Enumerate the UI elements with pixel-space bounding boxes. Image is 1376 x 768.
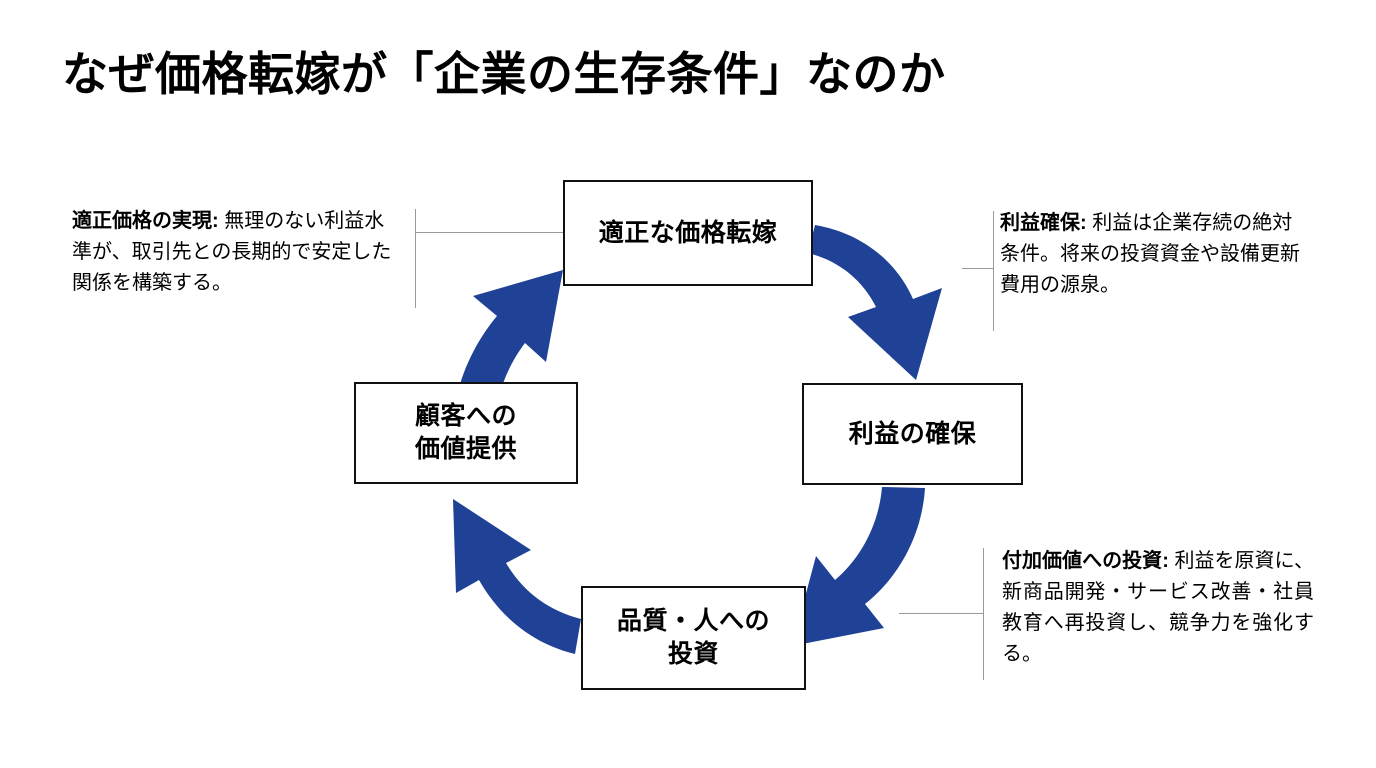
annotation-body: 無理のない利益水準が、取引先との長期的で安定した関係を構築する。: [72, 210, 392, 294]
leader-line-bottom-right-horizontal: [899, 613, 984, 614]
leader-line-top-right-horizontal: [962, 268, 994, 269]
leader-line-left-horizontal: [415, 232, 565, 233]
arrow-top-to-right: [808, 225, 942, 380]
annotation-value-investment: 付加価値への投資: 利益を原資に、新商品開発・サービス改善・社員教育へ再投資し、…: [1002, 546, 1314, 670]
annotation-title: 適正価格の実現:: [72, 210, 219, 232]
node-box-invest-quality-people[interactable]: 品質・人への 投資: [581, 586, 806, 690]
node-label: 利益の確保: [848, 419, 977, 448]
node-box-customer-value[interactable]: 顧客への 価値提供: [354, 382, 578, 484]
arrow-bottom-to-left: [453, 499, 581, 654]
annotation-body: 利益を原資に、新商品開発・サービス改善・社員教育へ再投資し、競争力を強化する。: [1002, 550, 1314, 665]
node-label: 適正な価格転嫁: [598, 218, 778, 247]
node-box-secure-profit[interactable]: 利益の確保: [802, 383, 1023, 485]
arrow-right-to-bottom: [792, 487, 925, 646]
annotation-title: 利益確保:: [1000, 212, 1087, 234]
node-box-proper-price-pass-through[interactable]: 適正な価格転嫁: [563, 180, 813, 286]
node-label: 品質・人への 投資: [616, 607, 770, 668]
leader-line-bottom-right-vertical: [983, 548, 984, 680]
annotation-title: 付加価値への投資:: [1002, 550, 1169, 572]
node-label: 顧客への 価値提供: [414, 402, 517, 463]
annotation-body: 利益は企業存続の絶対条件。将来の投資資金や設備更新費用の源泉。: [1000, 212, 1300, 296]
leader-line-top-right-vertical: [993, 211, 994, 331]
leader-line-left-vertical: [415, 209, 416, 308]
page-title: なぜ価格転嫁が「企業の生存条件」なのか: [62, 48, 946, 100]
annotation-proper-price: 適正価格の実現: 無理のない利益水準が、取引先との長期的で安定した関係を構築する…: [72, 206, 402, 299]
annotation-secure-profit: 利益確保: 利益は企業存続の絶対条件。将来の投資資金や設備更新費用の源泉。: [1000, 208, 1310, 301]
